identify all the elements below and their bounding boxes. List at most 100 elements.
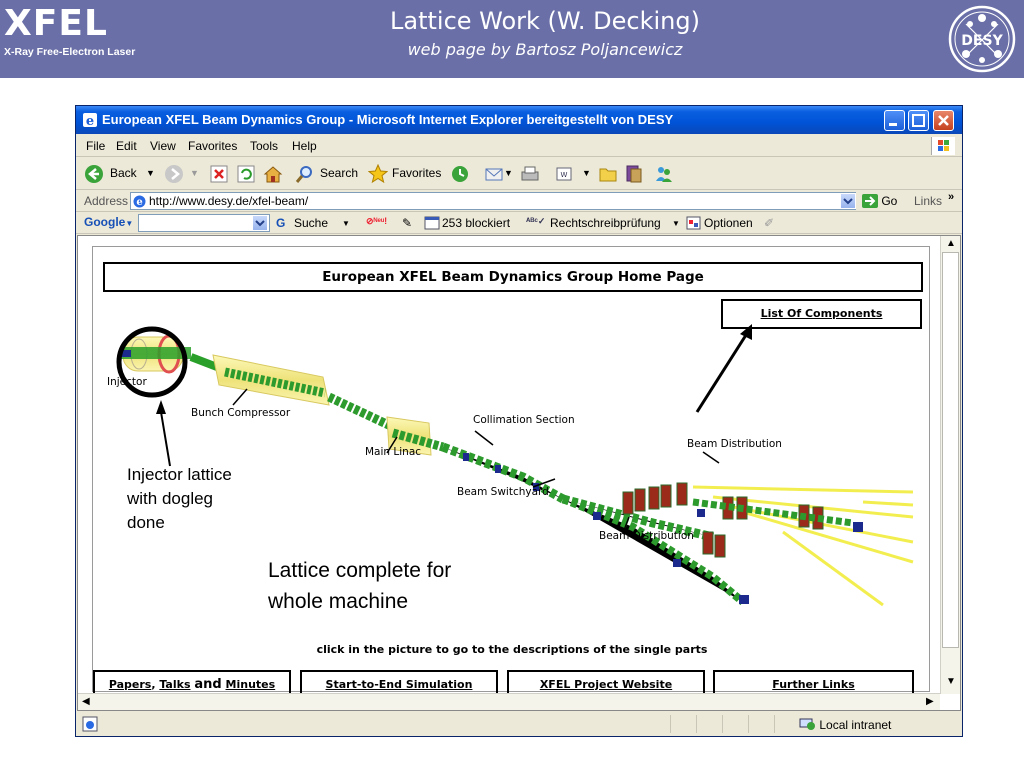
search-icon[interactable]	[295, 164, 315, 184]
address-input[interactable]: http://www.desy.de/xfel-beam/	[130, 192, 856, 210]
google-logo[interactable]: Google▼	[84, 215, 133, 229]
injector-module[interactable]	[119, 334, 191, 374]
nav-comma: ,	[151, 678, 156, 691]
label-beam-switchyard[interactable]: Beam Switchyard	[457, 486, 549, 498]
nav-and: and	[194, 677, 222, 692]
close-button[interactable]	[933, 110, 954, 131]
title-bar[interactable]: e European XFEL Beam Dynamics Group - Mi…	[76, 106, 962, 134]
stop-icon[interactable]	[209, 164, 229, 184]
minutes-link[interactable]: Minutes	[225, 678, 276, 691]
collimation-module[interactable]	[441, 442, 566, 503]
label-beam-distribution-top[interactable]: Beam Distribution	[687, 438, 782, 450]
label-main-linac[interactable]: Main Linac	[365, 446, 421, 458]
page-content: European XFEL Beam Dynamics Group Home P…	[92, 246, 930, 700]
refresh-icon[interactable]	[236, 164, 256, 184]
window-title: European XFEL Beam Dynamics Group - Micr…	[102, 112, 674, 127]
address-dropdown-button[interactable]	[840, 193, 856, 209]
back-dropdown-icon[interactable]: ▼	[146, 168, 155, 178]
research-icon[interactable]	[624, 164, 644, 184]
go-button[interactable]: Go	[862, 194, 897, 208]
mail-icon[interactable]	[484, 164, 504, 184]
links-chevron-icon[interactable]: »	[948, 191, 955, 203]
google-input-dropdown-button[interactable]	[252, 215, 268, 231]
google-g-icon: G	[276, 216, 286, 230]
menu-bar: File Edit View Favorites Tools Help	[76, 135, 962, 157]
scroll-up-icon[interactable]: ▲	[946, 238, 956, 249]
scroll-down-icon[interactable]: ▼	[946, 676, 956, 687]
windows-flag-icon	[931, 137, 955, 155]
spellcheck-dropdown-icon[interactable]: ▼	[672, 219, 680, 228]
slide-title: Lattice Work (W. Decking)	[390, 7, 700, 35]
label-collimation-section[interactable]: Collimation Section	[473, 414, 575, 426]
menu-help[interactable]: Help	[292, 139, 317, 153]
favorites-star-icon[interactable]	[368, 164, 388, 184]
new-badge-icon[interactable]: ⊘ᴺᵉᵘ!	[366, 216, 388, 226]
label-injector[interactable]: Injector	[107, 376, 147, 388]
chevron-down-icon	[255, 220, 265, 227]
edit-dropdown-icon[interactable]: ▼	[582, 168, 591, 178]
menu-edit[interactable]: Edit	[116, 139, 137, 153]
xfel-logo: XFEL X-Ray Free-Electron Laser	[4, 4, 144, 74]
favorites-button[interactable]: Favorites	[392, 166, 442, 180]
spellcheck-button[interactable]: Rechtschreibprüfung	[550, 216, 661, 230]
search-button[interactable]: Search	[320, 166, 359, 180]
menu-favorites[interactable]: Favorites	[188, 139, 238, 153]
browser-window: e European XFEL Beam Dynamics Group - Mi…	[75, 105, 963, 737]
xfel-project-website-link[interactable]: XFEL Project Website	[539, 678, 673, 691]
home-icon[interactable]	[263, 164, 283, 184]
spellcheck-icon: ᴬᴮᶜ✓	[526, 216, 546, 226]
folder-icon[interactable]	[598, 164, 618, 184]
pagerank-icon[interactable]: ✎	[402, 216, 413, 230]
history-icon[interactable]	[450, 164, 470, 184]
label-bunch-compressor[interactable]: Bunch Compressor	[191, 407, 291, 419]
desy-logo-text: DESY	[961, 33, 1003, 49]
scroll-right-icon[interactable]: ▶	[926, 696, 934, 707]
page-viewport: European XFEL Beam Dynamics Group Home P…	[77, 235, 961, 711]
search-dropdown-icon[interactable]: ▼	[342, 219, 350, 228]
print-icon[interactable]	[520, 164, 540, 184]
edit-icon[interactable]: W	[554, 164, 574, 184]
start-to-end-simulation-link[interactable]: Start-to-End Simulation	[325, 678, 473, 691]
page-icon: e	[133, 195, 146, 208]
links-button[interactable]: Links	[914, 194, 943, 208]
scroll-left-icon[interactable]: ◀	[82, 696, 90, 707]
svg-text:e: e	[86, 114, 94, 128]
highlight-pen-icon[interactable]: ✐	[764, 216, 775, 230]
address-label: Address	[84, 194, 129, 208]
google-logo-text: Google	[84, 215, 126, 229]
further-links-link[interactable]: Further Links	[772, 678, 855, 691]
vertical-scroll-thumb[interactable]	[942, 252, 959, 648]
google-search-input[interactable]	[138, 214, 270, 232]
menu-view[interactable]: View	[150, 139, 176, 153]
options-button[interactable]: Optionen	[704, 216, 753, 230]
back-button[interactable]: Back	[110, 166, 137, 180]
annotation-injector: Injector lattice with dogleg done	[127, 463, 267, 535]
minimize-button[interactable]	[884, 110, 905, 131]
messenger-icon[interactable]	[654, 164, 674, 184]
forward-arrow-icon[interactable]	[164, 164, 184, 184]
page-status-icon	[82, 716, 98, 732]
mail-dropdown-icon[interactable]: ▼	[504, 168, 513, 178]
list-of-components-link[interactable]: List Of Components	[721, 299, 922, 329]
chevron-down-icon	[843, 198, 853, 205]
horizontal-scrollbar[interactable]: ◀ ▶	[78, 693, 940, 710]
popup-blocker-icon	[424, 216, 440, 230]
popup-blocked-count[interactable]: 253 blockiert	[442, 216, 511, 230]
forward-dropdown-icon[interactable]: ▼	[190, 168, 199, 178]
beam-distribution-module[interactable]	[622, 482, 863, 558]
main-linac-module[interactable]	[327, 392, 445, 456]
papers-link[interactable]: Papers	[108, 678, 152, 691]
talks-link[interactable]: Talks	[159, 678, 191, 691]
bunch-compressor-module[interactable]	[189, 353, 330, 406]
slide-subtitle: web page by Bartosz Poljancewicz	[407, 40, 683, 59]
label-beam-distribution-bottom[interactable]: Beam Distribution	[599, 530, 694, 542]
google-search-button[interactable]: Suche	[294, 216, 329, 230]
google-toolbar: Google▼ G Suche ▼ ⊘ᴺᵉᵘ! ✎ 253 blockiert …	[76, 212, 962, 234]
status-segment	[748, 715, 749, 733]
vertical-scrollbar[interactable]: ▲ ▼	[940, 236, 960, 694]
menu-file[interactable]: File	[86, 139, 106, 153]
back-arrow-icon[interactable]	[84, 164, 104, 184]
maximize-button[interactable]	[908, 110, 929, 131]
menu-tools[interactable]: Tools	[250, 139, 279, 153]
beam-switchyard-module[interactable]	[561, 494, 749, 606]
